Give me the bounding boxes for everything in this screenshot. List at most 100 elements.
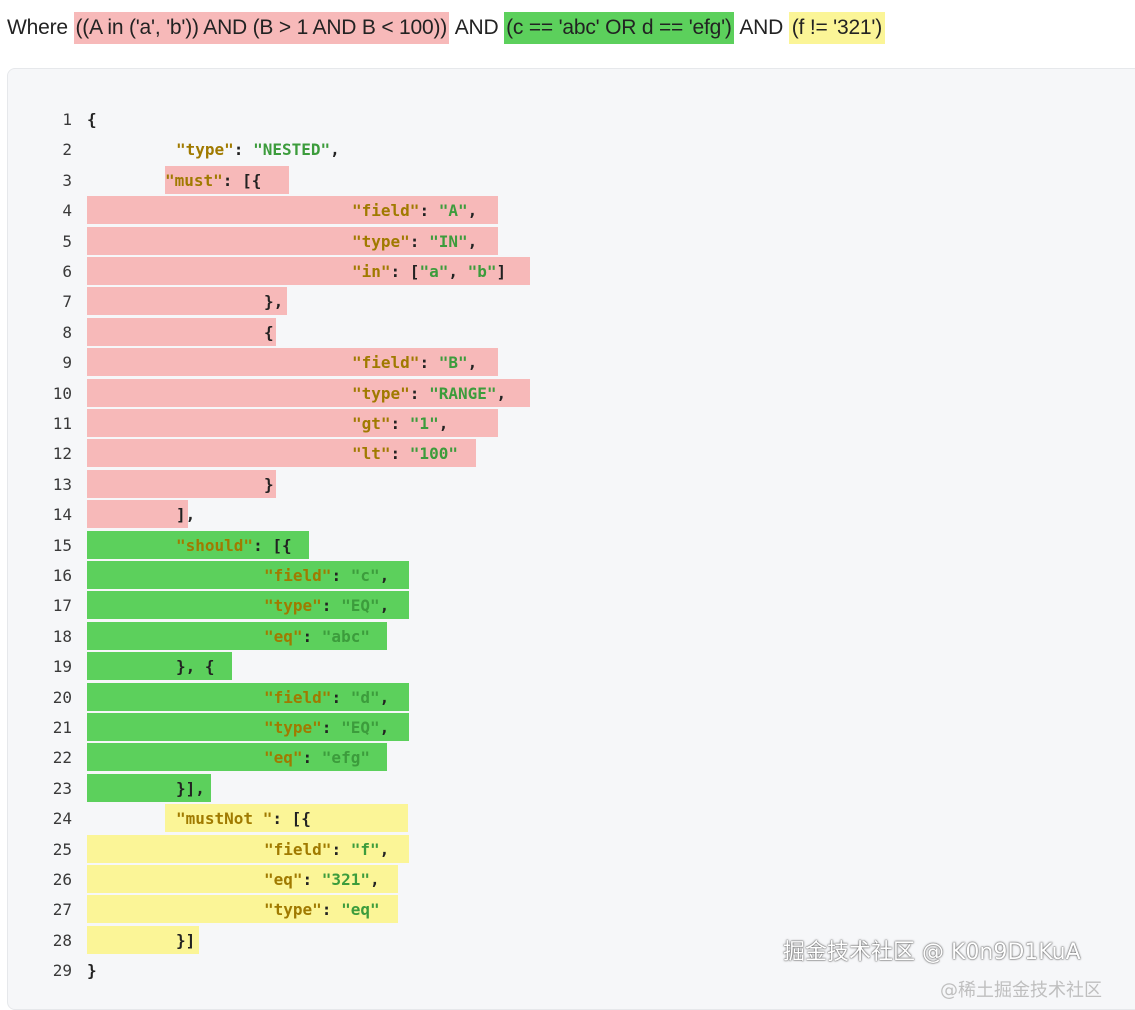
code-text: "eq": "abc": [264, 627, 370, 646]
code-text: "field": "A",: [352, 201, 477, 220]
json-punct: ,: [467, 231, 478, 251]
json-string: "A": [438, 201, 468, 221]
json-punct: : [{: [222, 170, 262, 190]
json-key: "must": [165, 170, 223, 190]
code-text: "gt": "1",: [352, 414, 448, 433]
line-number: 15: [52, 535, 72, 555]
line-number: 8: [62, 322, 72, 342]
watermark: 掘金技术社区 @ K0n9D1KuA: [783, 940, 1081, 965]
code-text: {: [87, 110, 97, 129]
code-line: 4"field": "A",: [8, 196, 1135, 226]
line-number: 29: [52, 961, 72, 981]
json-key: "in": [352, 262, 391, 281]
json-key: "eq": [264, 626, 303, 646]
json-punct: ,: [369, 870, 380, 889]
clause-highlight: [87, 196, 498, 225]
json-key: "gt": [352, 414, 391, 433]
code-line: 9 "field": "B",: [8, 348, 1135, 378]
line-number: 25: [52, 839, 72, 859]
line-number: 16: [52, 566, 72, 585]
and-operator-1: AND: [454, 16, 499, 39]
clause-highlight: [87, 409, 498, 437]
json-punct: :: [409, 383, 430, 403]
clause-highlight: [87, 317, 276, 346]
json-punct: :: [331, 839, 351, 859]
code-text: "field": "f",: [264, 840, 389, 859]
and-operator-2: AND: [739, 16, 784, 39]
json-punct: :: [302, 748, 322, 768]
code-line: 10"type": "RANGE",: [8, 378, 1135, 409]
code-text: "field": "B",: [352, 353, 477, 372]
json-punct: :: [390, 414, 410, 433]
line-number: 7: [62, 292, 72, 312]
json-punct: ,: [330, 140, 340, 160]
code-text: "type": "eq": [264, 900, 380, 919]
code-text: "type": "EQ",: [264, 718, 389, 737]
clause-highlight: [87, 439, 476, 468]
code-line: 13}: [8, 469, 1135, 500]
json-key: "type": [176, 140, 234, 160]
json-key: "type": [264, 900, 322, 920]
code-line: 17 "type": "EQ",: [8, 591, 1135, 621]
must-not-clause: (f != '321'): [788, 12, 886, 44]
json-string: "c": [350, 566, 380, 585]
json-string: "B": [438, 353, 468, 373]
json-punct: ,: [379, 687, 390, 707]
code-text: "type": "IN",: [352, 232, 477, 251]
line-number: 28: [52, 930, 72, 950]
code-text: "type": "EQ",: [264, 596, 389, 615]
clause-highlight: [87, 834, 409, 863]
line-number: 20: [52, 687, 72, 707]
json-punct: }, {: [176, 657, 215, 677]
code-line: 8{: [8, 317, 1135, 348]
json-punct: ,: [438, 414, 449, 433]
json-key: "eq": [264, 870, 303, 889]
json-punct: :: [302, 870, 322, 889]
line-number: 12: [52, 444, 72, 464]
code-text: }, {: [176, 657, 215, 676]
line-number: 9: [62, 353, 72, 373]
json-string: "efg": [321, 748, 370, 768]
json-punct: :: [233, 140, 254, 160]
code-line: 2"type": "NESTED",: [8, 135, 1135, 165]
line-number: 22: [52, 748, 72, 768]
code-line: 27"type": "eq": [8, 895, 1135, 925]
json-string: "a": [419, 262, 449, 281]
code-line: 14],: [8, 500, 1135, 530]
json-punct: ,: [379, 566, 390, 585]
json-punct: :: [321, 596, 342, 616]
json-key: "field": [264, 839, 332, 859]
clause-highlight: [87, 500, 188, 529]
json-punct: ],: [176, 505, 196, 525]
json-punct: :: [302, 626, 322, 646]
clause-highlight: [87, 773, 211, 802]
json-string: "RANGE": [429, 383, 497, 403]
line-number: 17: [52, 596, 72, 616]
json-key: "lt": [352, 444, 391, 464]
clause-highlight: [87, 257, 530, 285]
clause-highlight: [87, 561, 409, 589]
clause-highlight: [87, 865, 398, 893]
json-string: "b": [467, 262, 497, 281]
line-number: 13: [52, 474, 72, 494]
watermark-faint: @稀土掘金技术社区: [940, 980, 1102, 1001]
json-punct: :: [409, 231, 430, 251]
json-punct: : [{: [253, 535, 292, 555]
clause-highlight: [87, 925, 199, 954]
code-text: "in": ["a", "b"]: [352, 262, 506, 281]
json-string: "eq": [341, 900, 380, 920]
line-number: 1: [62, 110, 72, 129]
json-punct: ,: [467, 201, 478, 221]
code-text: "should": [{: [176, 536, 292, 555]
line-number: 14: [52, 505, 72, 525]
line-number: 6: [62, 262, 72, 281]
json-string: "EQ": [341, 596, 380, 616]
code-line: 22"eq": "efg": [8, 743, 1135, 773]
code-line: 7},: [8, 287, 1135, 317]
code-line: 26"eq": "321",: [8, 865, 1135, 895]
code-text: "must": [{: [165, 171, 261, 190]
line-number: 24: [52, 809, 72, 829]
must-clause: ((A in ('a', 'b')) AND (B > 1 AND B < 10…: [73, 12, 450, 44]
clause-highlight: [87, 226, 498, 255]
clause-highlight: [165, 804, 408, 833]
